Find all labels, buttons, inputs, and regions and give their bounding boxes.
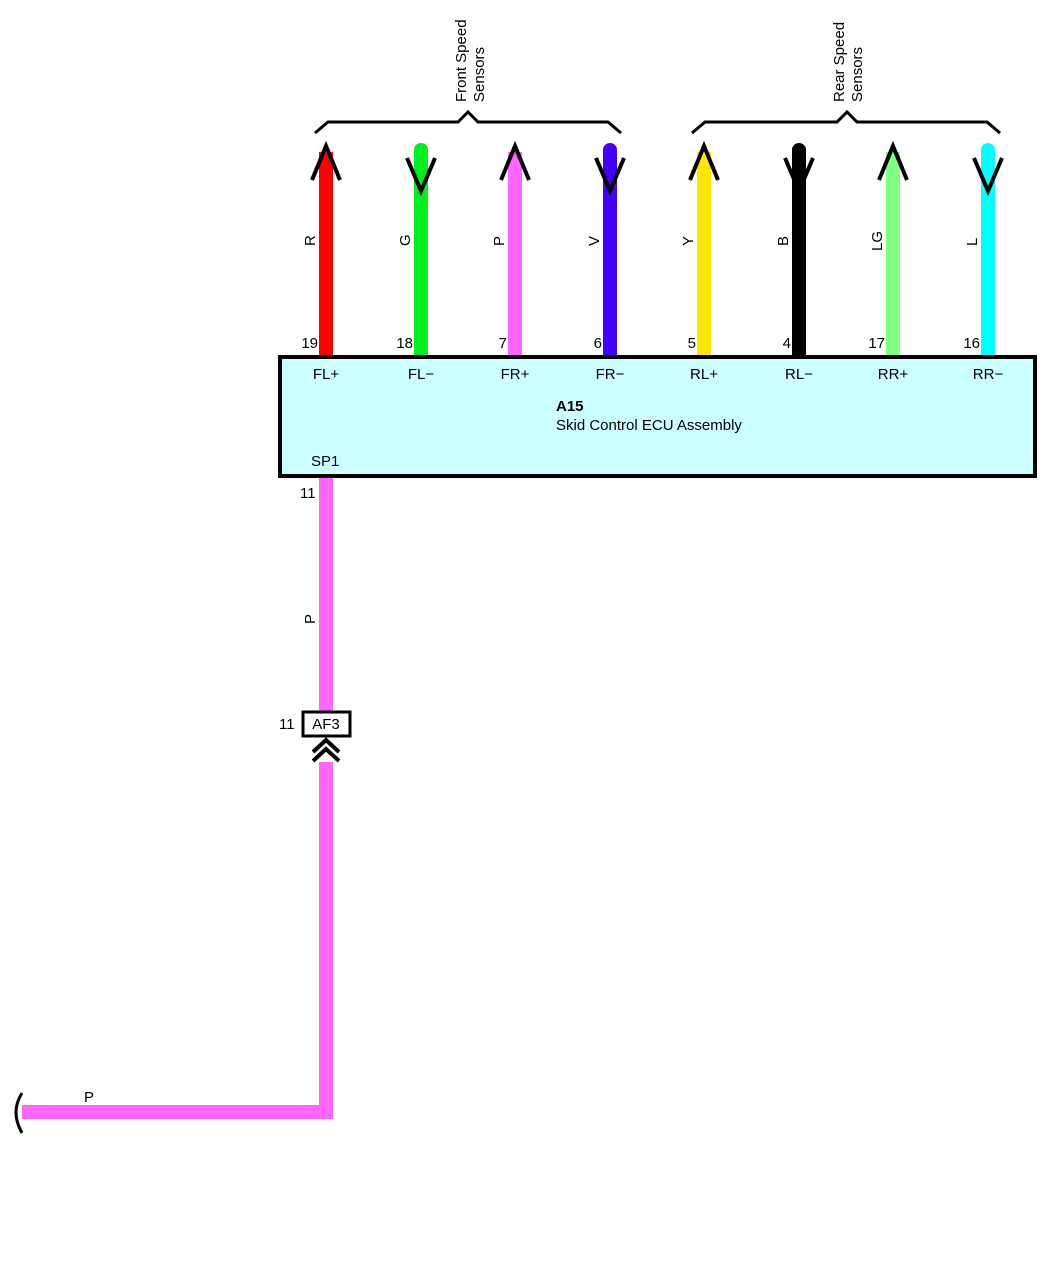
output-wire-code-lower: P xyxy=(84,1089,94,1106)
terminal-label: FR+ xyxy=(501,366,530,383)
arrow-down-icon xyxy=(972,157,1004,197)
wire-color-code: L xyxy=(964,238,981,246)
ecu-ref: A15 xyxy=(556,398,584,415)
arrow-up-icon xyxy=(499,140,531,181)
ecu-output-label: SP1 xyxy=(311,453,339,470)
output-wire: 11 P AF3 11 P xyxy=(14,478,352,1134)
wire-color-code: P xyxy=(491,236,508,246)
rear-sensors-brace xyxy=(691,109,1001,135)
pin-number: 19 xyxy=(301,335,318,352)
terminal-label: RR− xyxy=(973,366,1004,383)
rear-sensors-label-line2: Sensors xyxy=(849,47,866,102)
wire-lg: LG 17 xyxy=(868,140,909,355)
af3-connector-pin: 11 xyxy=(279,716,295,733)
ecu-assembly: FL+ FL− FR+ FR− RL+ RL− RR+ RR− A15 Skid Contro… xyxy=(278,355,1037,478)
front-sensors-label-line2: Sensors xyxy=(471,47,488,102)
wire-l: L 16 xyxy=(963,143,1004,362)
wire-color-code: B xyxy=(775,236,792,246)
pin-number: 5 xyxy=(688,335,696,352)
terminal-label: RR+ xyxy=(878,366,909,383)
af3-connector-box xyxy=(301,710,352,738)
terminal-label: RL+ xyxy=(690,366,718,383)
pin-number: 18 xyxy=(396,335,413,352)
pin-number: 6 xyxy=(594,335,602,352)
output-pin-number: 11 xyxy=(300,485,316,502)
pin-number: 16 xyxy=(963,335,980,352)
terminal-label: FL− xyxy=(408,366,435,383)
wire-color-code: LG xyxy=(869,231,886,251)
terminal-label: FR− xyxy=(596,366,625,383)
arrow-down-icon xyxy=(594,157,626,197)
ecu-box xyxy=(278,355,1037,478)
wire-break-icon xyxy=(14,1092,24,1134)
terminal-label: RL− xyxy=(785,366,813,383)
wire-v: V6 xyxy=(586,143,626,362)
arrow-down-icon xyxy=(405,157,437,197)
wire-color-code: G xyxy=(397,234,414,246)
ecu-terminals: FL+ FL− FR+ FR− RL+ RL− RR+ RR− xyxy=(313,366,1004,383)
af3-connector-label: AF3 xyxy=(312,716,340,733)
pin-number: 7 xyxy=(499,335,507,352)
af3-connector: AF3 11 xyxy=(279,710,352,763)
front-sensors-brace xyxy=(314,109,622,135)
wire-g: G 18 xyxy=(396,143,437,362)
pin-number: 17 xyxy=(868,335,885,352)
output-wire-code-upper: P xyxy=(302,614,319,624)
wire-color-code: R xyxy=(302,235,319,246)
rear-sensors-group: Rear Speed Sensors xyxy=(691,22,1001,135)
wire-p: P7 xyxy=(491,140,531,355)
front-sensors-group: Front Speed Sensors xyxy=(314,19,622,135)
arrow-up-icon xyxy=(688,140,720,181)
wire-b: B4 xyxy=(775,143,815,362)
wire-color-code: Y xyxy=(680,236,697,246)
af3-chevron-upper xyxy=(311,737,341,754)
ecu-name: Skid Control ECU Assembly xyxy=(556,417,742,434)
af3-chevron-lower xyxy=(311,746,341,763)
arrow-up-icon xyxy=(310,140,342,181)
output-wire-lower xyxy=(22,762,333,1119)
wire-y: Y5 xyxy=(680,140,720,355)
wire-color-code: V xyxy=(586,236,603,246)
rear-sensors-label-line1: Rear Speed xyxy=(831,22,848,102)
pin-number: 4 xyxy=(783,335,791,352)
front-sensors-label-line1: Front Speed xyxy=(453,19,470,102)
arrow-down-icon xyxy=(783,157,815,197)
terminal-label: FL+ xyxy=(313,366,340,383)
arrow-up-icon xyxy=(877,140,909,181)
wire-r: R 19 xyxy=(301,140,342,355)
